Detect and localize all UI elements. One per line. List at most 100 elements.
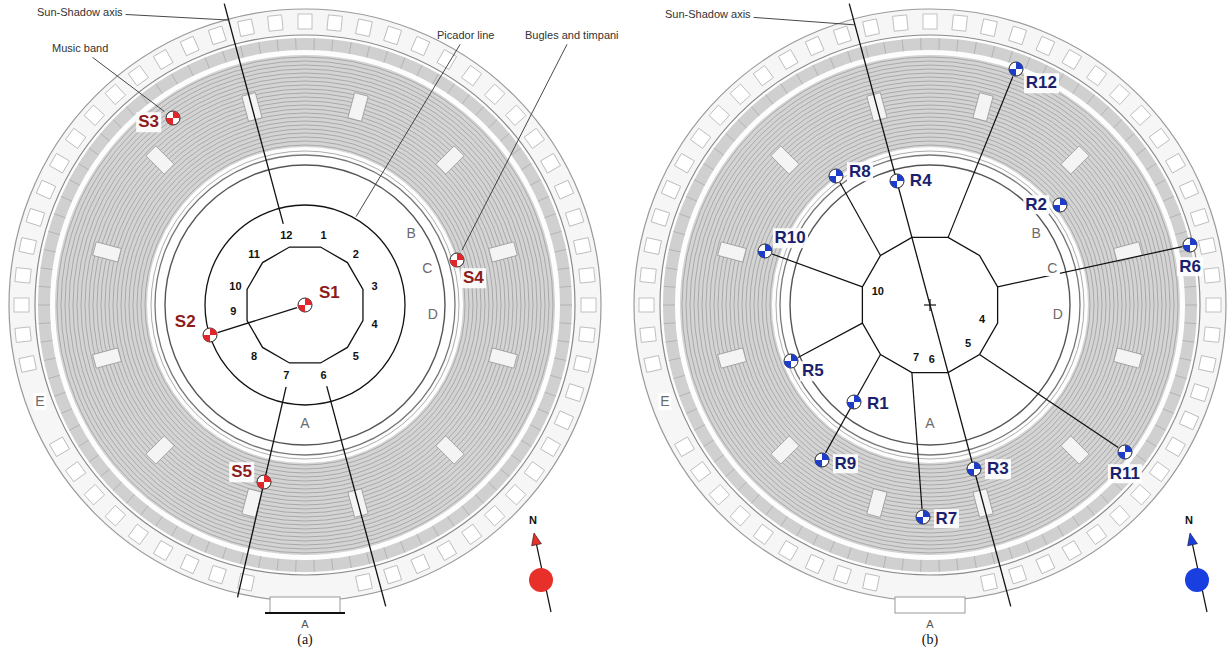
outer-box — [1204, 327, 1220, 342]
stands — [55, 55, 555, 555]
receiver-marker — [966, 461, 982, 477]
source-marker — [449, 252, 465, 268]
corridor-tick — [401, 57, 405, 68]
corridor-tick — [100, 133, 109, 141]
corridor-tick — [738, 120, 747, 128]
outer-box — [1130, 484, 1151, 504]
corridor-tick — [1026, 57, 1030, 68]
outer-box — [15, 268, 31, 283]
outer-box — [1199, 238, 1217, 255]
receiver-point: R9 — [814, 452, 830, 468]
corridor-tick — [559, 322, 571, 324]
stand-tier — [73, 73, 537, 537]
gate-letter: E — [33, 393, 46, 409]
stand-tier — [65, 65, 545, 545]
corridor-tick — [1163, 409, 1174, 414]
source-line — [238, 387, 287, 597]
corridor-tick — [61, 409, 72, 414]
stand-tier — [137, 137, 473, 473]
corridor-tick — [686, 196, 697, 201]
corridor-tick — [847, 51, 851, 62]
outer-box — [1179, 411, 1198, 430]
receiver-marker — [1117, 444, 1133, 460]
corridor-tick — [530, 425, 541, 431]
outer-box — [574, 356, 592, 373]
corridor-tick — [295, 38, 296, 50]
stand-tier — [93, 93, 517, 517]
corridor-tick — [545, 214, 556, 218]
corridor-tick — [188, 65, 193, 76]
stand-tier — [133, 133, 477, 477]
stand-tier — [117, 117, 493, 493]
outer-box — [36, 180, 55, 199]
outer-box — [153, 49, 173, 69]
sun-shadow-axis — [849, 4, 1011, 607]
outer-box — [84, 484, 105, 504]
sun-shadow-axis — [327, 386, 386, 606]
corridor-tick — [974, 42, 976, 54]
corridor-tick — [1009, 548, 1013, 559]
corridor-tick — [172, 526, 178, 536]
gangway — [93, 348, 122, 368]
corridor-tick — [141, 506, 148, 515]
stand-tier — [722, 97, 1138, 513]
receiver-line — [979, 354, 1118, 447]
corridor-tick — [664, 322, 676, 324]
outer-box — [1149, 128, 1169, 148]
north-arrow — [529, 533, 553, 612]
corridor-tick — [530, 180, 541, 186]
corridor-tick — [714, 455, 724, 462]
gate-letter: D — [1051, 306, 1065, 322]
gangway — [436, 436, 464, 464]
corridor-tick — [41, 340, 53, 342]
corridor-tick — [205, 541, 209, 552]
stand-tier — [694, 69, 1166, 541]
corridor-tick — [332, 559, 333, 571]
outer-box — [863, 19, 880, 37]
vertex-number: 5 — [965, 337, 971, 350]
panel-caption: (b) — [922, 632, 938, 648]
corridor-tick — [39, 286, 51, 288]
corridor-tick — [938, 560, 939, 572]
corridor-tick — [725, 133, 734, 141]
leader-line — [462, 44, 567, 250]
corridor-tick — [240, 552, 243, 564]
corridor-tick — [797, 526, 803, 536]
stand-tier — [61, 61, 549, 549]
outer-box — [541, 153, 561, 173]
corridor-tick — [666, 268, 678, 270]
corridor-tick — [1009, 51, 1013, 62]
corridor-tick — [521, 440, 531, 446]
outer-box — [730, 84, 750, 105]
corridor-tick — [259, 556, 261, 568]
outer-wall — [660, 35, 1200, 575]
corridor-tick — [156, 516, 163, 526]
corridor-tick — [714, 148, 724, 155]
gangway — [1114, 348, 1143, 368]
gate-letter: B — [1029, 225, 1042, 241]
stand-tier — [85, 85, 525, 525]
corridor-tick — [39, 322, 51, 324]
corridor-tick — [1185, 305, 1197, 306]
stand-tier — [81, 81, 529, 529]
corridor-tick — [295, 560, 296, 572]
corridor-tick — [48, 231, 60, 234]
corridor-tick — [847, 548, 851, 559]
stand-tier — [105, 105, 505, 505]
corridor-tick — [222, 548, 226, 559]
corridor-tick — [1026, 541, 1030, 552]
corridor-tick — [550, 231, 562, 234]
outer-box — [753, 65, 773, 85]
corridor-tick — [1101, 495, 1109, 504]
corridor-tick — [69, 425, 80, 431]
corridor-tick — [1146, 164, 1156, 170]
corridor-tick — [1146, 440, 1156, 446]
corridor-tick — [1136, 148, 1146, 155]
leader-line — [126, 14, 229, 20]
corridor-tick — [781, 516, 788, 526]
stand-tier — [730, 105, 1130, 505]
source-connector — [218, 308, 297, 333]
receiver-marker — [846, 394, 862, 410]
receiver-label: R11 — [1108, 464, 1142, 484]
dodecagon — [862, 237, 997, 372]
